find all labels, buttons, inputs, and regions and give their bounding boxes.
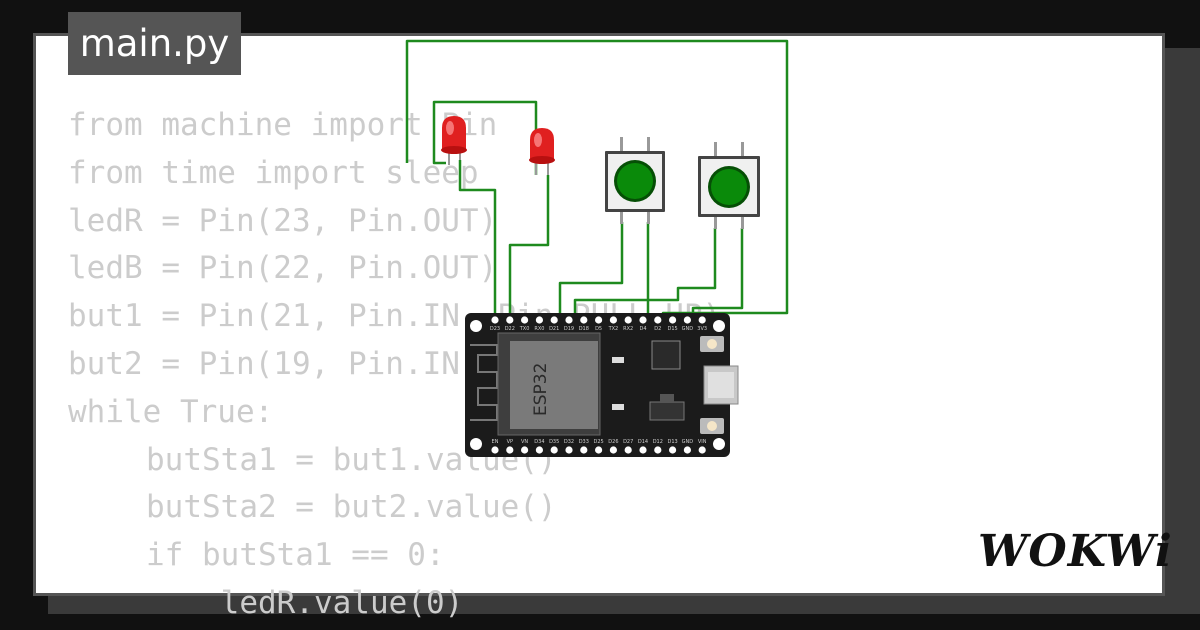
- pin-label: D2: [654, 326, 661, 332]
- bottom-pin-header: EN VP VN D34 D35 D32 D33 D25 D26 D27 D14 D12 D13 GND V…: [491, 439, 707, 454]
- code-line: from time import sleep: [68, 154, 479, 191]
- code-editor[interactable]: from machine import Pin from time import …: [68, 102, 1068, 621]
- voltage-regulator: [649, 401, 685, 421]
- pin-label: D34: [534, 439, 544, 445]
- pin-hole[interactable]: [609, 446, 618, 454]
- wire-led-red-to-d23[interactable]: [458, 160, 497, 320]
- wire-led-blue-to-d22[interactable]: [508, 175, 550, 320]
- pin-label: D12: [653, 439, 663, 445]
- esp32-chip-label: ESP32: [531, 363, 551, 416]
- pin-label: VIN: [698, 439, 707, 445]
- pin-hole[interactable]: [683, 316, 692, 324]
- pin-hole[interactable]: [669, 316, 677, 324]
- pin-hole[interactable]: [698, 446, 706, 454]
- pin-hole[interactable]: [698, 316, 706, 324]
- led-red-1[interactable]: [441, 116, 467, 165]
- pushbutton-2[interactable]: [698, 142, 760, 229]
- wire-button2-to-3v3[interactable]: [691, 228, 744, 320]
- pin-label: D19: [564, 326, 574, 332]
- pin-hole[interactable]: [595, 316, 603, 324]
- pin-hole[interactable]: [521, 446, 529, 454]
- pin-hole[interactable]: [535, 446, 544, 454]
- pin-label: D21: [549, 326, 559, 332]
- pin-hole[interactable]: [654, 316, 662, 324]
- pin-hole[interactable]: [669, 446, 677, 454]
- pin-label: D22: [505, 326, 515, 332]
- pin-label: D4: [639, 326, 646, 332]
- pin-label: RX2: [623, 326, 633, 332]
- pin-hole[interactable]: [535, 316, 544, 324]
- pin-label: D26: [608, 439, 618, 445]
- pin-label: D14: [638, 439, 648, 445]
- wire-led-ground-loop[interactable]: [432, 100, 538, 175]
- pin-label: D18: [579, 326, 589, 332]
- pin-hole[interactable]: [654, 446, 662, 454]
- pin-hole[interactable]: [624, 316, 632, 324]
- pin-label: D25: [593, 439, 603, 445]
- esp32-shield: [510, 341, 598, 429]
- pin-label: GND: [682, 326, 694, 332]
- code-line: ledB = Pin(22, Pin.OUT): [68, 250, 498, 287]
- pin-label: D15: [667, 326, 677, 332]
- pin-label: VP: [507, 439, 513, 445]
- pin-label: D23: [490, 326, 500, 332]
- pin-hole[interactable]: [565, 446, 573, 454]
- pin-label: TX0: [519, 326, 530, 332]
- code-line: ledR.value(0): [146, 584, 464, 621]
- pin-label: D5: [595, 326, 602, 332]
- code-line: from machine import Pin: [68, 107, 498, 143]
- pin-label: 3V3: [697, 326, 707, 332]
- pin-hole[interactable]: [624, 446, 632, 454]
- pushbutton-1[interactable]: [605, 137, 665, 224]
- pin-hole[interactable]: [609, 316, 618, 324]
- pin-label: TX2: [608, 326, 619, 332]
- pin-hole[interactable]: [639, 446, 647, 454]
- pin-hole[interactable]: [506, 446, 514, 454]
- pin-label: D13: [667, 439, 677, 445]
- code-line: while True:: [68, 393, 274, 430]
- pin-label: D33: [579, 439, 589, 445]
- pin-hole[interactable]: [565, 316, 573, 324]
- wire-button1-to-d21[interactable]: [558, 222, 624, 320]
- pin-label: D32: [564, 439, 574, 445]
- smd-component: [612, 357, 624, 363]
- pin-hole[interactable]: [595, 446, 603, 454]
- voltage-regulator-tab: [660, 394, 674, 402]
- code-line: ledR = Pin(23, Pin.OUT): [68, 202, 498, 239]
- wokwi-logo: WOKWi: [978, 526, 1173, 577]
- led-red-2[interactable]: [529, 128, 555, 175]
- pin-hole[interactable]: [639, 316, 647, 324]
- code-line: butSta2 = but2.value(): [146, 489, 557, 526]
- usb-uart-chip: [651, 340, 681, 370]
- pin-hole[interactable]: [580, 316, 588, 324]
- pin-hole[interactable]: [491, 446, 499, 454]
- pin-hole[interactable]: [491, 316, 499, 324]
- pin-label: VN: [521, 439, 528, 445]
- pin-label: GND: [682, 439, 694, 445]
- pin-hole[interactable]: [683, 446, 692, 454]
- smd-component: [612, 404, 624, 410]
- pin-hole[interactable]: [550, 316, 558, 324]
- pin-label: EN: [492, 439, 499, 445]
- pin-label: D35: [549, 439, 559, 445]
- code-line: if butSta1 == 0:: [146, 537, 445, 574]
- wire-button2-to-d19[interactable]: [573, 228, 717, 320]
- pin-label: RX0: [534, 326, 544, 332]
- pin-hole[interactable]: [506, 316, 514, 324]
- antenna-trace: [470, 344, 498, 421]
- pin-hole[interactable]: [550, 446, 558, 454]
- pin-hole[interactable]: [580, 446, 588, 454]
- file-tab-main-py[interactable]: main.py: [68, 12, 241, 75]
- pin-label: D27: [623, 439, 633, 445]
- pin-hole[interactable]: [521, 316, 529, 324]
